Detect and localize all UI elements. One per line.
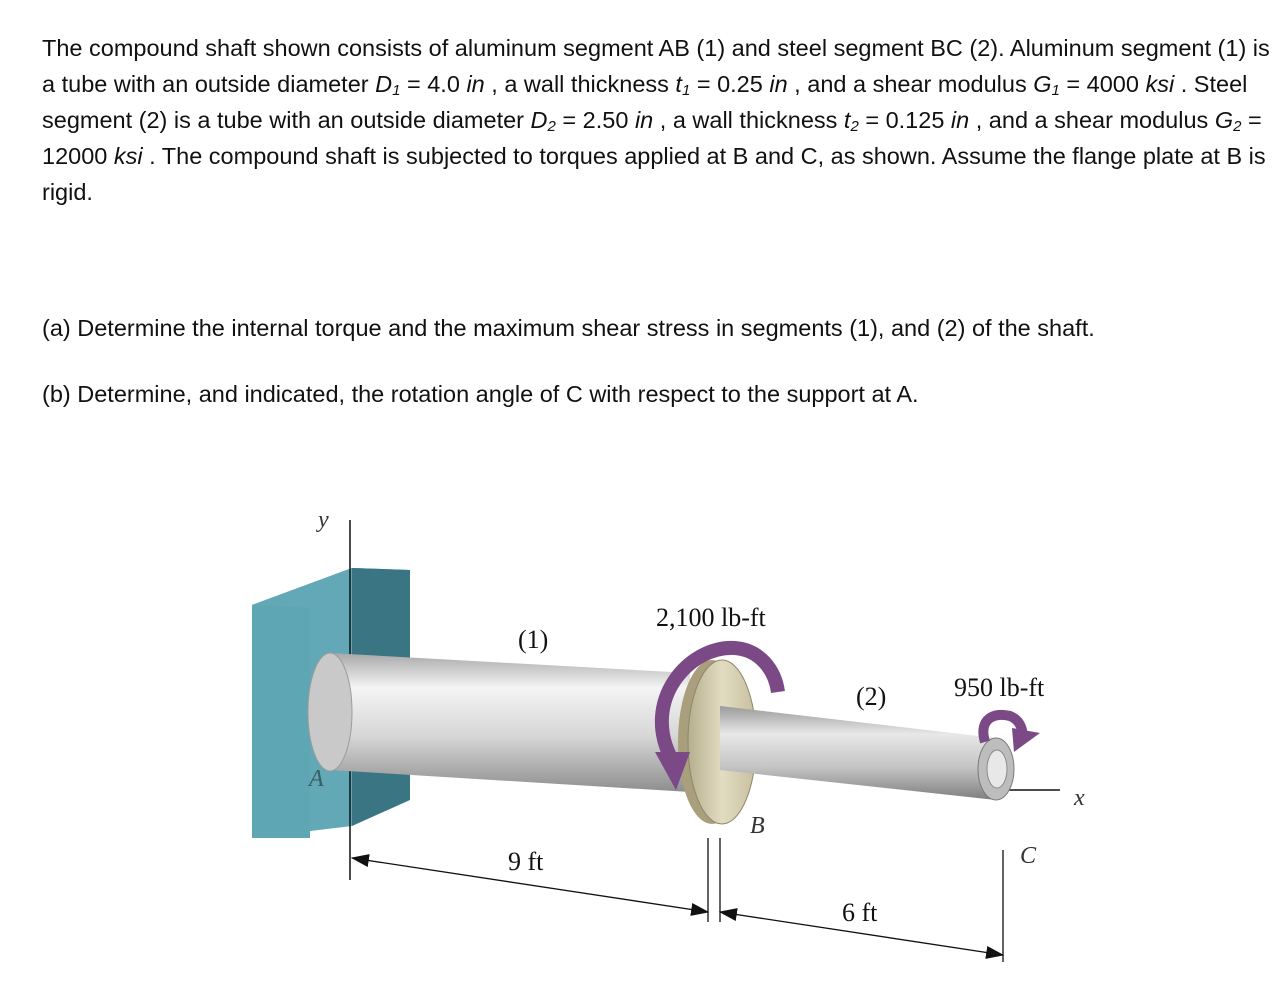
torque-arrow-b xyxy=(654,640,785,790)
x-axis-label: x xyxy=(1073,785,1085,811)
length-ab-label: 9 ft xyxy=(508,847,544,876)
point-a-label: A xyxy=(307,766,324,792)
question-a: (a) Determine the internal torque and th… xyxy=(42,315,1095,341)
question-b: (b) Determine, and indicated, the rotati… xyxy=(42,381,919,407)
shaft-segment-2 xyxy=(720,706,1015,801)
torque-arrow-c xyxy=(978,709,1040,752)
point-b-label: B xyxy=(750,813,765,839)
torque-c-label: 950 lb-ft xyxy=(954,673,1045,702)
length-bc-label: 6 ft xyxy=(842,898,878,927)
segment-2-label: (2) xyxy=(856,682,886,711)
problem-statement: The compound shaft shown consists of alu… xyxy=(42,35,1270,205)
dimension-lines xyxy=(350,838,1005,962)
point-c-label: C xyxy=(1020,843,1037,869)
y-axis-label: y xyxy=(316,507,329,533)
shaft-segment-1 xyxy=(307,652,690,792)
compound-shaft-figure: y x A B C (1) (2) 2,100 lb-ft 950 lb-ft … xyxy=(252,507,1085,962)
segment-1-label: (1) xyxy=(518,625,548,654)
torque-b-label: 2,100 lb-ft xyxy=(656,603,767,632)
